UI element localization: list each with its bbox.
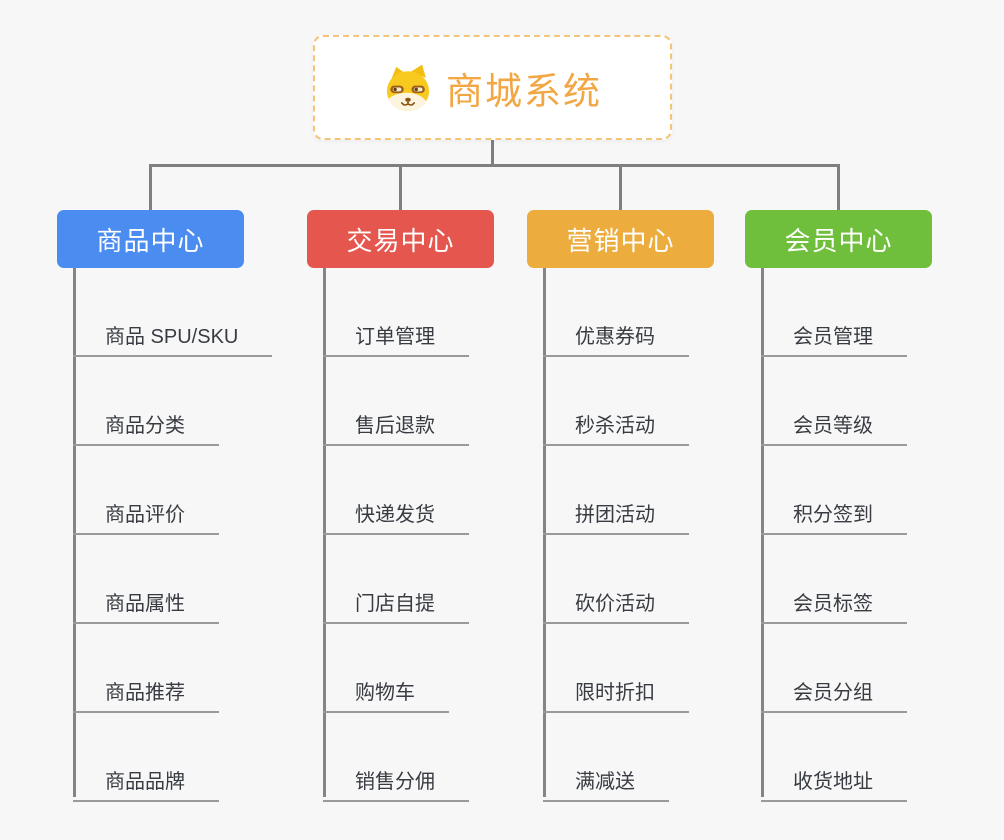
root-node[interactable]: 商城系统 <box>313 35 672 140</box>
leaf-node[interactable]: 优惠券码 <box>543 320 689 357</box>
leaf-node[interactable]: 会员分组 <box>761 676 907 713</box>
leaf-node[interactable]: 商品评价 <box>73 498 219 535</box>
leaf-node[interactable]: 收货地址 <box>761 765 907 802</box>
branch-spine <box>73 268 76 797</box>
leaf-node[interactable]: 商品属性 <box>73 587 219 624</box>
branch-spine <box>543 268 546 797</box>
leaf-node[interactable]: 拼团活动 <box>543 498 689 535</box>
branch-spine <box>323 268 326 797</box>
branch-product-center: 商品中心 商品 SPU/SKU 商品分类 商品评价 商品属性 商品推荐 商品品牌 <box>57 210 317 802</box>
leaf-node[interactable]: 购物车 <box>323 676 449 713</box>
branch-marketing-center-node[interactable]: 营销中心 <box>527 210 714 268</box>
connector-horizontal <box>149 164 840 167</box>
leaf-node[interactable]: 砍价活动 <box>543 587 689 624</box>
leaf-node[interactable]: 会员管理 <box>761 320 907 357</box>
connector-branch-drop <box>619 164 622 211</box>
leaf-node[interactable]: 限时折扣 <box>543 676 689 713</box>
branch-leaves: 订单管理 售后退款 快递发货 门店自提 购物车 销售分佣 <box>307 268 567 802</box>
branch-member-center: 会员中心 会员管理 会员等级 积分签到 会员标签 会员分组 收货地址 <box>745 210 1004 802</box>
shiba-dog-icon <box>386 64 430 111</box>
leaf-node[interactable]: 商品推荐 <box>73 676 219 713</box>
leaf-node[interactable]: 商品品牌 <box>73 765 219 802</box>
leaf-node[interactable]: 会员等级 <box>761 409 907 446</box>
leaf-node[interactable]: 积分签到 <box>761 498 907 535</box>
branch-trade-center: 交易中心 订单管理 售后退款 快递发货 门店自提 购物车 销售分佣 <box>307 210 567 802</box>
root-label: 商城系统 <box>446 70 602 112</box>
branch-product-center-node[interactable]: 商品中心 <box>57 210 244 268</box>
branch-member-center-node[interactable]: 会员中心 <box>745 210 932 268</box>
leaf-node[interactable]: 商品 SPU/SKU <box>73 320 273 357</box>
connector-branch-drop <box>149 164 152 211</box>
leaf-node[interactable]: 秒杀活动 <box>543 409 689 446</box>
connector-branch-drop <box>399 164 402 211</box>
branch-leaves: 商品 SPU/SKU 商品分类 商品评价 商品属性 商品推荐 商品品牌 <box>57 268 317 802</box>
leaf-node[interactable]: 会员标签 <box>761 587 907 624</box>
leaf-node[interactable]: 销售分佣 <box>323 765 469 802</box>
connector-root-drop <box>491 140 494 167</box>
branch-leaves: 优惠券码 秒杀活动 拼团活动 砍价活动 限时折扣 满减送 <box>527 268 787 802</box>
leaf-node[interactable]: 售后退款 <box>323 409 469 446</box>
branch-marketing-center: 营销中心 优惠券码 秒杀活动 拼团活动 砍价活动 限时折扣 满减送 <box>527 210 787 802</box>
leaf-node[interactable]: 满减送 <box>543 765 669 802</box>
connector-branch-drop <box>837 164 840 211</box>
branch-spine <box>761 268 764 797</box>
leaf-node[interactable]: 订单管理 <box>323 320 469 357</box>
leaf-node[interactable]: 门店自提 <box>323 587 469 624</box>
branch-trade-center-node[interactable]: 交易中心 <box>307 210 494 268</box>
leaf-node[interactable]: 商品分类 <box>73 409 219 446</box>
leaf-node[interactable]: 快递发货 <box>323 498 469 535</box>
branch-leaves: 会员管理 会员等级 积分签到 会员标签 会员分组 收货地址 <box>745 268 1004 802</box>
